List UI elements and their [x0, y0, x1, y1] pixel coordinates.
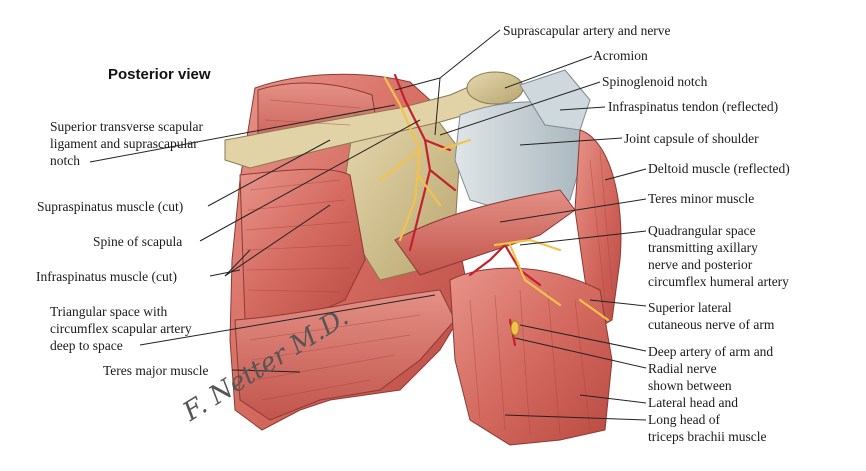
muscle-fibers	[245, 99, 613, 436]
view-title: Posterior view	[108, 66, 211, 83]
label-line: notch	[50, 153, 80, 168]
teres-minor-muscle	[394, 189, 576, 276]
label-line: Deltoid muscle (reflected)	[648, 161, 790, 176]
label-line: Long head of	[648, 412, 720, 427]
label-joint-capsule: Joint capsule of shoulder	[624, 130, 759, 147]
label-line: Joint capsule of shoulder	[624, 131, 759, 146]
label-line: circumflex humeral artery	[648, 274, 789, 289]
label-line: Suprascapular artery and nerve	[503, 23, 671, 38]
label-line: Spinoglenoid notch	[602, 74, 708, 89]
label-spine-of-scapula: Spine of scapula	[93, 233, 182, 250]
label-line: transmitting axillary	[648, 240, 758, 255]
label-line: Superior lateral	[648, 300, 732, 315]
label-suprascapular-artery-nerve: Suprascapular artery and nerve	[503, 22, 671, 39]
acromion-bone	[466, 71, 524, 105]
label-line: triceps brachii muscle	[648, 429, 767, 444]
label-line: Acromion	[593, 48, 648, 63]
label-line: Lateral head and	[648, 395, 738, 410]
label-line: Infraspinatus muscle (cut)	[36, 269, 177, 284]
label-deep-artery-triceps: Deep artery of arm and Radial nerve show…	[648, 343, 773, 445]
label-line: Teres major muscle	[103, 363, 209, 378]
radial-nerve-mark	[510, 320, 520, 336]
label-line: Triangular space with	[50, 304, 168, 319]
label-line: nerve and posterior	[648, 257, 753, 272]
label-line: ligament and suprascapular	[50, 136, 198, 151]
label-acromion: Acromion	[593, 47, 648, 64]
label-line: Infraspinatus tendon (reflected)	[608, 99, 779, 114]
label-line: Radial nerve	[648, 361, 717, 376]
teres-major-muscle	[234, 289, 456, 421]
label-spinoglenoid-notch: Spinoglenoid notch	[602, 73, 707, 90]
label-teres-major: Teres major muscle	[103, 362, 209, 379]
label-superior-lateral-nerve: Superior lateral cutaneous nerve of arm	[648, 299, 774, 333]
label-line: Superior transverse scapular	[50, 119, 203, 134]
label-infraspinatus-tendon: Infraspinatus tendon (reflected)	[608, 98, 778, 115]
label-line: Deep artery of arm and	[648, 344, 774, 359]
label-line: deep to space	[50, 338, 123, 353]
infraspinatus-muscle	[239, 168, 366, 321]
label-triangular-space: Triangular space with circumflex scapula…	[50, 303, 192, 354]
label-quadrangular-space: Quadrangular space transmitting axillary…	[648, 222, 789, 290]
label-superior-transverse-ligament: Superior transverse scapular ligament an…	[50, 118, 203, 169]
label-line: Quadrangular space	[648, 223, 756, 238]
label-line: Teres minor muscle	[648, 191, 755, 206]
label-line: circumflex scapular artery	[50, 321, 192, 336]
label-infraspinatus-muscle: Infraspinatus muscle (cut)	[36, 268, 177, 285]
label-teres-minor: Teres minor muscle	[648, 190, 754, 207]
label-supraspinatus: Supraspinatus muscle (cut)	[37, 198, 183, 215]
leader-lines	[89, 29, 647, 421]
label-line: Spine of scapula	[93, 234, 183, 249]
label-line: cutaneous nerve of arm	[648, 317, 775, 332]
triceps-muscle	[449, 267, 613, 446]
nerves	[378, 76, 610, 322]
infraspinatus-tendon	[519, 69, 591, 131]
label-line: shown between	[648, 378, 732, 393]
label-deltoid: Deltoid muscle (reflected)	[648, 160, 790, 177]
label-line: Supraspinatus muscle (cut)	[37, 199, 184, 214]
